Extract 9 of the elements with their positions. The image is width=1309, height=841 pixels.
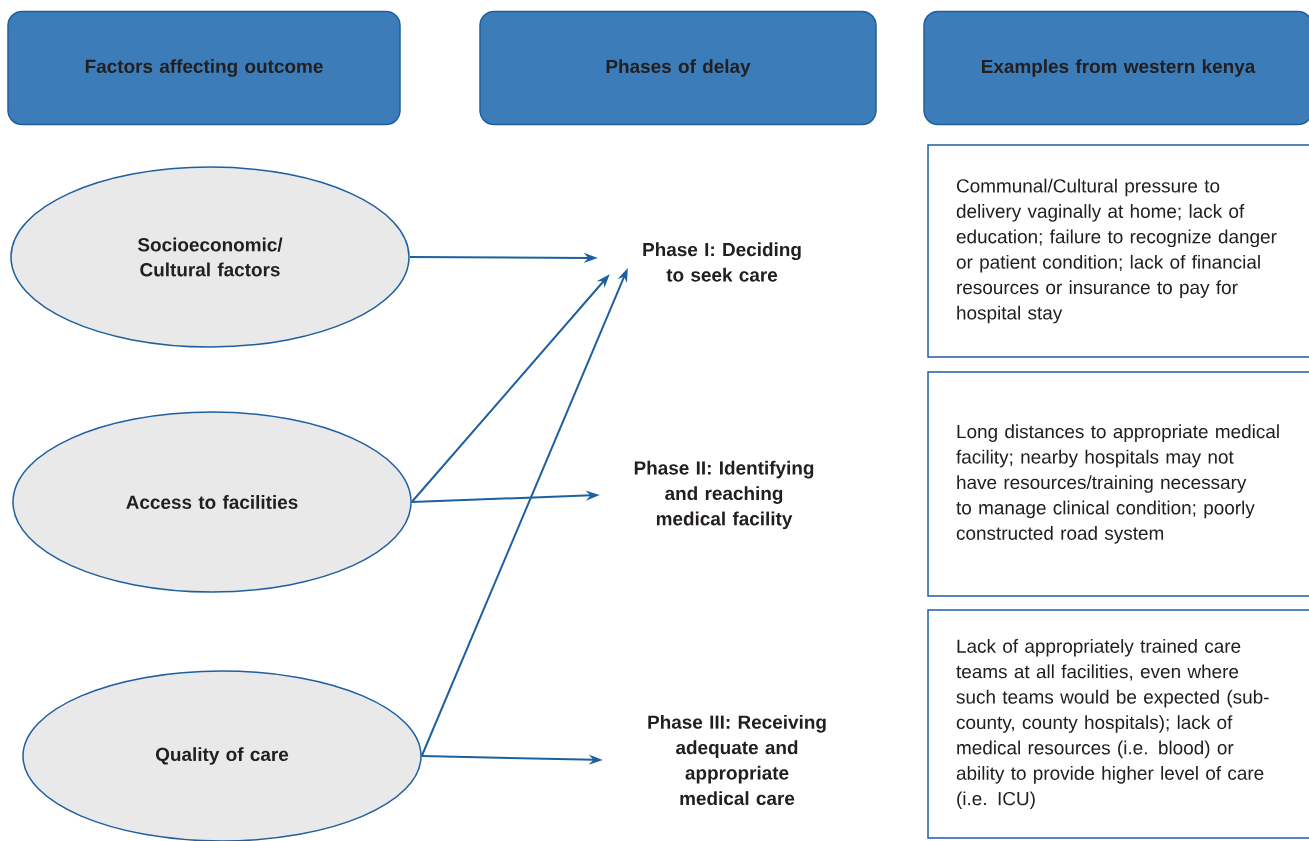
header-box: Phases of delay xyxy=(479,10,877,126)
phase-label: Phase I: Deciding to seek care xyxy=(643,242,801,282)
phase-label: Phase III: Receiving adequate and appropriate medical care xyxy=(648,714,826,806)
example-box: Communal/Cultural pressure to delivery vaginally at home; lack of education; failure to recognize danger or patient condition; lack of financial resources or insurance to pay for hospital stay xyxy=(927,144,1309,358)
header-box: Examples from western kenya xyxy=(923,10,1309,126)
example-box: Long distances to appropriate medical facility; nearby hospitals may not have resources/training necessary to manage clinical condition; poorly constructed road system xyxy=(927,371,1309,597)
header-box: Factors affecting outcome xyxy=(7,10,401,126)
phase-label: Phase II: Identifying and reaching medical facility xyxy=(634,460,814,530)
example-box: Lack of appropriately trained care teams at all facilities, even where such teams would be expected (sub-county, county hospitals); lack of medical resources (i.e. blood) or ability to provide higher level of care (i.e. ICU) xyxy=(927,609,1309,839)
